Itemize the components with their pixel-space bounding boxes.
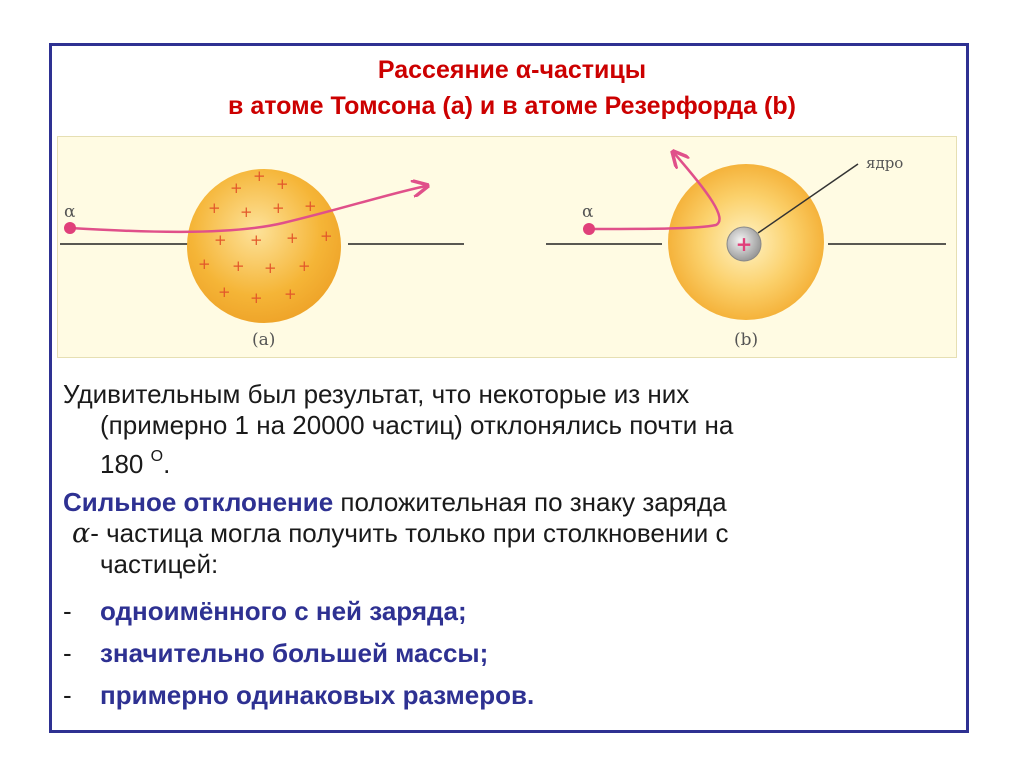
rutherford-atom-diagram: + α ядро (b) <box>546 153 946 350</box>
alpha-particle-b <box>583 223 595 235</box>
positive-charges: +++ ++++ ++++ ++++ +++ <box>198 167 333 307</box>
svg-text:+: + <box>264 259 277 277</box>
svg-text:+: + <box>298 257 311 275</box>
alpha-label-b: α <box>582 202 594 222</box>
svg-text:+: + <box>218 283 231 301</box>
scattering-diagram: +++ ++++ ++++ ++++ +++ α (a) + α ядро (b… <box>60 137 946 350</box>
alpha-symbol: α <box>72 518 91 549</box>
paragraph1-line1: Удивительным был результат, что некоторы… <box>63 379 690 409</box>
svg-text:+: + <box>214 231 227 249</box>
paragraph1-line2: (примерно 1 на 20000 частиц) отклонялись… <box>100 410 734 440</box>
list-item: -примерно одинаковых размеров. <box>63 674 534 716</box>
title-line-2: в атоме Томсона (а) и в атоме Резерфорда… <box>228 92 796 120</box>
svg-text:+: + <box>286 229 299 247</box>
list-item-text: примерно одинаковых размеров. <box>100 680 535 710</box>
bullet-dash: - <box>63 680 72 710</box>
slide-title: Рассеяние α-частицы в атоме Томсона (а) … <box>0 52 1024 124</box>
strong-deflection-emphasis: Сильное отклонение <box>63 487 334 517</box>
list-item-text: одноимённого с ней заряда; <box>100 596 467 626</box>
paragraph1-end: . <box>163 449 171 479</box>
svg-text:+: + <box>320 227 333 245</box>
paragraph1-line3: 180 O. <box>63 441 953 480</box>
alpha-trajectory-b <box>588 153 721 231</box>
degree-mark: O <box>150 448 164 465</box>
svg-text:+: + <box>304 197 317 215</box>
paragraph2-line2: α- частица могла получить только при сто… <box>63 518 953 549</box>
svg-text:+: + <box>250 289 263 307</box>
list-item-text: значительно большей массы; <box>100 638 489 668</box>
paragraph2-line1-rest: положительная по знаку заряда <box>333 487 727 517</box>
svg-text:+: + <box>250 231 263 249</box>
alpha-label-a: α <box>64 202 76 222</box>
svg-text:+: + <box>232 257 245 275</box>
svg-text:+: + <box>240 203 253 221</box>
paragraph2-line2-text: - частица могла получить только при стол… <box>90 518 729 548</box>
svg-text:+: + <box>198 255 211 273</box>
thomson-atom-diagram: +++ ++++ ++++ ++++ +++ α (a) <box>60 167 464 350</box>
paragraph2-line1: Сильное отклонение положительная по знак… <box>63 487 727 517</box>
svg-text:+: + <box>253 167 266 185</box>
nucleus-label: ядро <box>866 154 903 172</box>
angle-value: 180 <box>100 449 151 479</box>
svg-text:+: + <box>230 179 243 197</box>
bullet-dash: - <box>63 596 72 626</box>
svg-text:+: + <box>208 199 221 217</box>
svg-text:+: + <box>284 285 297 303</box>
list-item: -значительно большей массы; <box>63 632 534 674</box>
nucleus-plus-sign: + <box>736 232 753 256</box>
title-line-1: Рассеяние α-частицы <box>377 56 647 84</box>
paragraph-deflection: Сильное отклонение положительная по знак… <box>63 487 953 580</box>
nucleus-pointer-line <box>757 163 859 234</box>
paragraph2-line3: частицей: <box>100 549 219 579</box>
scattering-figure: +++ ++++ ++++ ++++ +++ α (a) + α ядро (b… <box>57 136 957 358</box>
caption-b: (b) <box>734 330 758 350</box>
paragraph-result: Удивительным был результат, что некоторы… <box>63 379 953 480</box>
svg-text:+: + <box>272 199 285 217</box>
list-item: -одноимённого с ней заряда; <box>63 590 534 632</box>
nucleus <box>726 226 762 262</box>
svg-text:+: + <box>276 175 289 193</box>
bullet-dash: - <box>63 638 72 668</box>
thomson-atom-sphere <box>187 169 341 323</box>
alpha-particle-a <box>64 222 76 234</box>
conditions-list: -одноимённого с ней заряда; -значительно… <box>63 590 534 716</box>
caption-a: (a) <box>252 330 275 350</box>
alpha-trajectory-a <box>69 186 426 234</box>
